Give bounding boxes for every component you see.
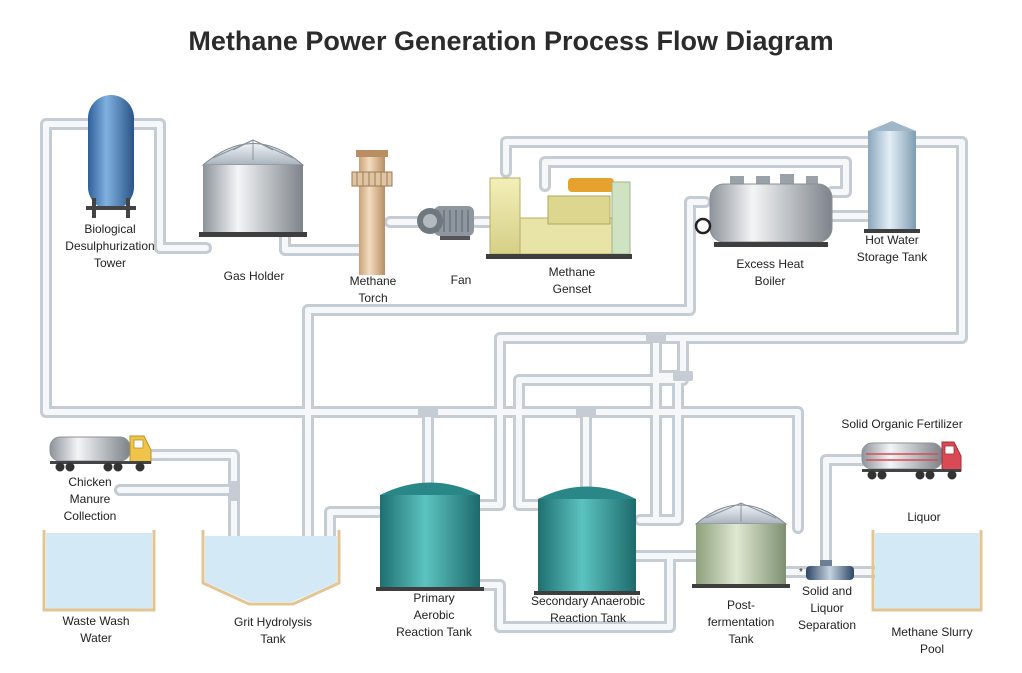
secondary-anaerobic-reaction-tank-icon — [534, 486, 640, 595]
methane-genset-icon — [486, 177, 632, 259]
label-fan: Fan — [450, 273, 472, 287]
waste-wash-water-pool-icon — [42, 530, 156, 612]
pipe-junctions — [229, 333, 693, 501]
diagram-title: Methane Power Generation Process Flow Di… — [188, 26, 834, 56]
pipe-network — [40, 118, 968, 633]
label-biological-desulphurization-tower: Biological Desulphurization Tower — [65, 222, 155, 270]
excess-heat-boiler-icon — [694, 174, 833, 247]
methane-slurry-pool-icon — [871, 530, 983, 612]
label-methane-slurry-pool: Methane Slurry Pool — [891, 625, 973, 656]
primary-aerobic-reaction-tank-icon — [376, 482, 484, 591]
label-grit-hydrolysis-tank: Grit Hydrolysis Tank — [233, 615, 312, 646]
fan-icon — [417, 206, 474, 240]
label-primary-aerobic-reaction-tank: Primary Aerobic Reaction Tank — [396, 591, 472, 639]
pipe-inner — [43, 121, 965, 630]
label-methane-genset: Methane Genset — [548, 265, 596, 296]
methane-torch-icon — [351, 150, 393, 275]
label-secondary-anaerobic-reaction-tank: Secondary Anaerobic Reaction Tank — [530, 594, 646, 625]
label-chicken-manure-collection: Chicken Manure Collection — [63, 475, 117, 523]
label-gas-holder: Gas Holder — [223, 269, 285, 283]
label-solid-and-liquor-separation: Solid and Liquor Separation — [797, 584, 857, 632]
solid-organic-fertilizer-truck-icon — [861, 441, 962, 480]
label-solid-organic-fertilizer: Solid Organic Fertilizer — [841, 417, 963, 431]
solid-liquor-separator-icon: * — [799, 560, 854, 580]
label-waste-wash-water: Waste Wash Water — [62, 614, 130, 645]
label-excess-heat-boiler: Excess Heat Boiler — [736, 257, 804, 288]
label-hot-water-storage-tank: Hot Water Storage Tank — [856, 233, 928, 264]
grit-hydrolysis-tank-icon — [201, 530, 341, 606]
svg-text:*: * — [799, 567, 803, 578]
post-fermentation-tank-icon — [692, 502, 790, 588]
label-post-fermentation-tank: Post- fermentation Tank — [707, 598, 775, 646]
hot-water-storage-tank-icon — [864, 121, 920, 233]
gas-holder-icon — [199, 139, 307, 237]
label-liquor: Liquor — [907, 510, 941, 524]
biological-desulphurization-tower-icon — [86, 95, 136, 218]
label-methane-torch: Methane Torch — [349, 274, 397, 305]
chicken-manure-truck-icon — [49, 435, 152, 472]
